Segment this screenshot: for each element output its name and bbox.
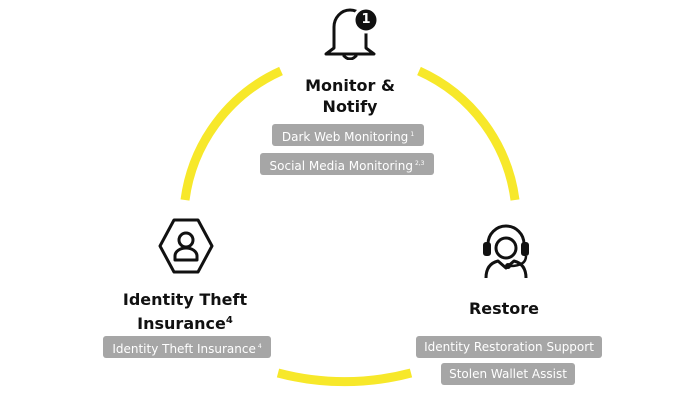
stolen-wallet-assist-pill: Stolen Wallet Assist xyxy=(441,363,575,385)
ring-arc-top-right xyxy=(417,66,520,201)
identity-restoration-support-pill: Identity Restoration Support xyxy=(416,336,602,358)
insurance-title-line1: Identity Theft xyxy=(122,290,248,309)
user-shield-icon xyxy=(156,216,216,276)
social-media-monitoring-label: Social Media Monitoring xyxy=(269,159,413,173)
social-media-monitoring-note: 2,3 xyxy=(414,160,425,167)
identity-theft-insurance-title: Identity Theft Insurance4 xyxy=(100,289,270,334)
monitor-notify-title: Monitor & Notify xyxy=(255,75,445,117)
ring-arc-bottom xyxy=(276,368,413,387)
dark-web-monitoring-note: 1 xyxy=(410,131,415,138)
ring-arc-top-left xyxy=(180,66,283,201)
headset-agent-icon xyxy=(476,220,536,280)
stolen-wallet-assist-label: Stolen Wallet Assist xyxy=(449,367,567,381)
dark-web-monitoring-label: Dark Web Monitoring xyxy=(281,130,409,144)
restore-title: Restore xyxy=(468,299,540,318)
insurance-title-note: 4 xyxy=(225,315,233,326)
identity-theft-insurance-label: Identity Theft Insurance xyxy=(112,342,256,356)
identity-restoration-support-label: Identity Restoration Support xyxy=(424,340,594,354)
notification-badge-count: 1 xyxy=(361,12,371,27)
bell-icon: 1 xyxy=(318,4,382,61)
insurance-title-line2: Insurance xyxy=(137,314,226,333)
identity-theft-insurance-note: 4 xyxy=(257,343,262,350)
monitor-title-line2: Notify xyxy=(322,97,378,116)
monitor-title-line1: Monitor & xyxy=(305,76,395,95)
